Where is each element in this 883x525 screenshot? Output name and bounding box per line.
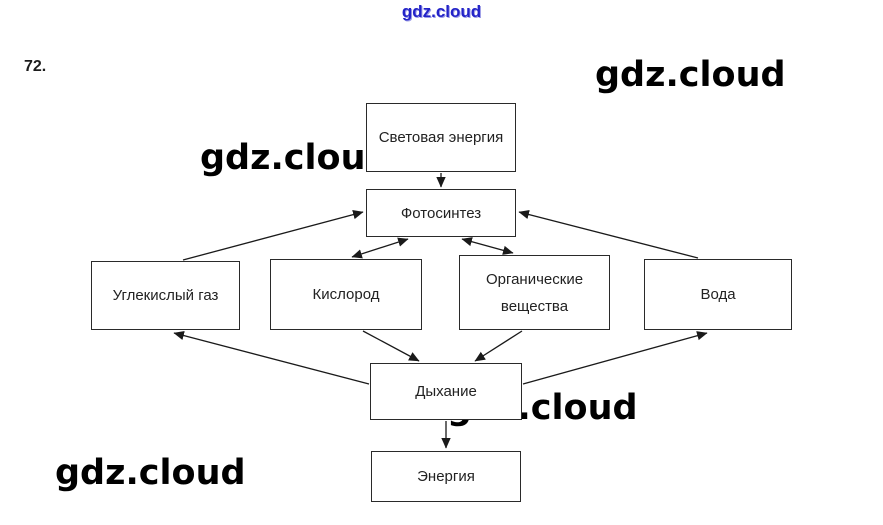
- node-energy-label: Энергия: [417, 468, 475, 485]
- edge-respiration-to-water: [522, 331, 708, 385]
- watermark-top-small: gdz.cloud: [401, 2, 482, 21]
- edge-water-to-photosynthesis: [518, 209, 699, 259]
- node-organic-matter-label: Органические вещества: [485, 270, 584, 315]
- node-carbon-dioxide: Углекислый газ: [91, 261, 240, 330]
- node-oxygen-label: Кислород: [312, 286, 380, 303]
- node-respiration-label: Дыхание: [415, 383, 477, 400]
- edge-oxygen-to-respiration: [362, 330, 420, 362]
- watermark-left-middle: gdz.cloud: [200, 138, 391, 178]
- watermark-top-right: gdz.cloud: [595, 55, 786, 95]
- node-light-energy: Световая энергия: [366, 103, 516, 172]
- edge-carbon-dioxide-to-photosynthesis: [182, 210, 364, 261]
- node-oxygen: Кислород: [270, 259, 422, 330]
- node-carbon-dioxide-label: Углекислый газ: [112, 287, 219, 304]
- node-energy: Энергия: [371, 451, 521, 502]
- edge-photosynthesis-organic-matter: [461, 237, 514, 255]
- node-water: Вода: [644, 259, 792, 330]
- node-respiration: Дыхание: [370, 363, 522, 420]
- node-water-label: Вода: [700, 286, 736, 303]
- watermark-bottom-left: gdz.cloud: [55, 453, 246, 493]
- node-photosynthesis: Фотосинтез: [366, 189, 516, 237]
- node-organic-matter: Органические вещества: [459, 255, 610, 330]
- node-photosynthesis-label: Фотосинтез: [400, 204, 482, 222]
- node-light-energy-label: Световая энергия: [378, 129, 504, 146]
- edge-respiration-to-carbon-dioxide: [173, 330, 370, 385]
- edge-organic-matter-to-respiration: [474, 330, 523, 362]
- edge-photosynthesis-oxygen: [351, 237, 409, 259]
- exercise-number: 72.: [24, 58, 47, 75]
